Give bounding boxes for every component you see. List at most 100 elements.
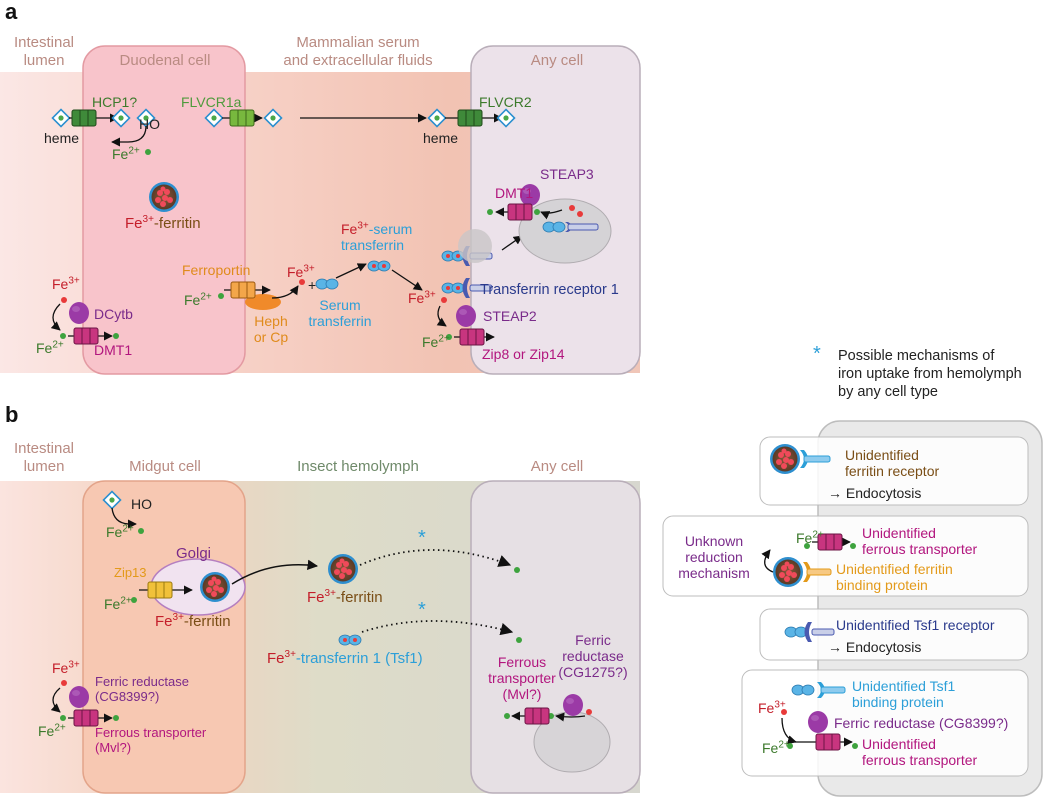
header-intestinal-lumen: Intestinal lumen bbox=[13, 34, 75, 69]
fe3-label: Fe3+ bbox=[52, 275, 80, 292]
fe2-ion bbox=[131, 597, 137, 603]
steap3-label: STEAP3 bbox=[540, 166, 594, 182]
legend-box-4 bbox=[741, 669, 1029, 777]
legend-fe3: Fe3+ bbox=[758, 699, 786, 716]
fe2-ion bbox=[113, 715, 119, 721]
fe2-ion bbox=[787, 743, 793, 749]
ferrous-transporter-label: Ferrous transporter (Mvl?) bbox=[95, 725, 207, 755]
fe3-tsf1-label: Fe3+-transferrin 1 (Tsf1) bbox=[267, 649, 423, 667]
legend-ferritin-receptor: Unidentified ferritin receptor bbox=[845, 447, 940, 479]
fe2-label: Fe2+ bbox=[106, 523, 134, 540]
fe3-ion bbox=[781, 709, 787, 715]
fe2-label: Fe2+ bbox=[184, 291, 212, 308]
receptor-stalk bbox=[567, 223, 599, 231]
arrow bbox=[436, 305, 447, 327]
zip-label: Zip8 or Zip14 bbox=[482, 346, 565, 362]
ho-label: HO bbox=[139, 116, 160, 132]
fe3-ion bbox=[61, 680, 67, 686]
any-ferric-reductase-label: Ferric reductase (CG1275?) bbox=[558, 632, 628, 680]
arrow bbox=[50, 303, 61, 331]
arrow bbox=[501, 235, 523, 251]
fe3-ion bbox=[61, 297, 67, 303]
serum-transferrin-label: Serum transferrin bbox=[308, 297, 372, 329]
arrow bbox=[335, 263, 367, 279]
endosome-small bbox=[458, 229, 492, 263]
header-midgut-cell: Midgut cell bbox=[129, 458, 201, 475]
legend-tsf1-binding: Unidentified Tsf1 binding protein bbox=[852, 678, 956, 710]
asterisk-mark: * bbox=[418, 599, 426, 621]
legend-ferrous-transporter-2: Unidentified ferrous transporter bbox=[862, 736, 978, 768]
fe2-ion bbox=[218, 293, 224, 299]
fe3-serum-transferrin-label: Fe3+-serum transferrin bbox=[341, 220, 413, 253]
ho-label: HO bbox=[131, 496, 152, 512]
legend-ferric-reductase: Ferric reductase (CG8399?) bbox=[834, 715, 1009, 731]
steap2-label: STEAP2 bbox=[483, 308, 537, 324]
fe2-ion bbox=[852, 743, 858, 749]
fe3-ion bbox=[569, 205, 575, 211]
arrow bbox=[540, 209, 563, 220]
header-insect-hemolymph: Insect hemolymph bbox=[297, 458, 419, 475]
panel-a-label: a bbox=[5, 0, 18, 24]
arrow bbox=[555, 712, 586, 722]
arrow bbox=[50, 687, 61, 713]
fe2-ion bbox=[504, 713, 510, 719]
header-any-cell-b: Any cell bbox=[530, 458, 584, 475]
fe2-ion bbox=[487, 209, 493, 215]
fe2-label: Fe2+ bbox=[422, 333, 450, 350]
arrow bbox=[391, 269, 423, 291]
fe3-label: Fe3+ bbox=[287, 263, 315, 280]
dmt1-label: DMT1 bbox=[495, 185, 534, 201]
zip13-label: Zip13 bbox=[114, 565, 147, 580]
fe2-ion bbox=[804, 543, 810, 549]
fe2-ion bbox=[446, 334, 452, 340]
fe2-ion bbox=[534, 209, 540, 215]
legend-endocytosis-2: → Endocytosis bbox=[828, 639, 922, 655]
fe2-ion bbox=[548, 713, 554, 719]
fe2-label: Fe2+ bbox=[36, 339, 64, 356]
fe3-ion bbox=[441, 297, 447, 303]
legend-ferrous-transporter: Unidentified ferrous transporter bbox=[862, 525, 978, 557]
tsf1-binding-protein bbox=[820, 686, 846, 694]
fe3-ferritin-label: Fe3+-ferritin bbox=[125, 214, 201, 232]
ferric-reductase-label: Ferric reductase (CG8399?) bbox=[95, 674, 189, 704]
heme-label-any: heme bbox=[423, 130, 459, 146]
header-intestinal-lumen-b: Intestinal lumen bbox=[13, 440, 75, 475]
fe2-ion bbox=[60, 715, 66, 721]
header-duodenal-cell: Duodenal cell bbox=[119, 52, 211, 69]
legend-fe2: Fe2+ bbox=[796, 529, 824, 546]
plus-sign: + bbox=[308, 277, 317, 293]
legend-ferritin-binding: Unidentified ferritin binding protein bbox=[836, 561, 953, 593]
asterisk-mark: * bbox=[418, 527, 426, 549]
fe3-ferritin-hemolymph-label: Fe3+-ferritin bbox=[307, 588, 383, 606]
fe2-ion bbox=[138, 528, 144, 534]
legend-asterisk: * bbox=[813, 343, 821, 365]
heme-label: heme bbox=[44, 130, 80, 146]
fe-ion bbox=[516, 637, 522, 643]
fe-ion bbox=[514, 567, 520, 573]
flvcr1a-label: FLVCR1a bbox=[181, 94, 242, 110]
any-ferrous-transporter-label: Ferrous transporter (Mvl?) bbox=[488, 654, 556, 702]
ferritin-receptor bbox=[803, 455, 831, 463]
fe3-label: Fe3+ bbox=[52, 659, 80, 676]
fe2-label: Fe2+ bbox=[104, 595, 132, 612]
legend-box-1 bbox=[759, 436, 1029, 506]
hcp1-label: HCP1? bbox=[92, 94, 138, 110]
dmt1-label: DMT1 bbox=[94, 342, 133, 358]
fe2-label: Fe2+ bbox=[112, 145, 140, 162]
fe3-label: Fe3+ bbox=[408, 289, 436, 306]
arrow bbox=[111, 125, 147, 147]
arrow bbox=[781, 717, 797, 745]
ferroportin-label: Ferroportin bbox=[182, 262, 251, 278]
arrow bbox=[761, 549, 774, 573]
arrow bbox=[231, 559, 319, 585]
legend-tsf1-receptor: Unidentified Tsf1 receptor bbox=[836, 617, 995, 633]
legend-fe2: Fe2+ bbox=[762, 739, 790, 756]
arrow bbox=[271, 285, 299, 299]
tfr1-label: Transferrin receptor 1 bbox=[480, 282, 619, 298]
fe3-ferritin-label: Fe3+-ferritin bbox=[155, 612, 231, 630]
flvcr2-label: FLVCR2 bbox=[479, 94, 532, 110]
fe3-ion bbox=[299, 279, 305, 285]
legend-box-2 bbox=[662, 515, 1029, 597]
legend-box-3 bbox=[759, 608, 1029, 661]
heph-label: Heph or Cp bbox=[253, 313, 289, 345]
